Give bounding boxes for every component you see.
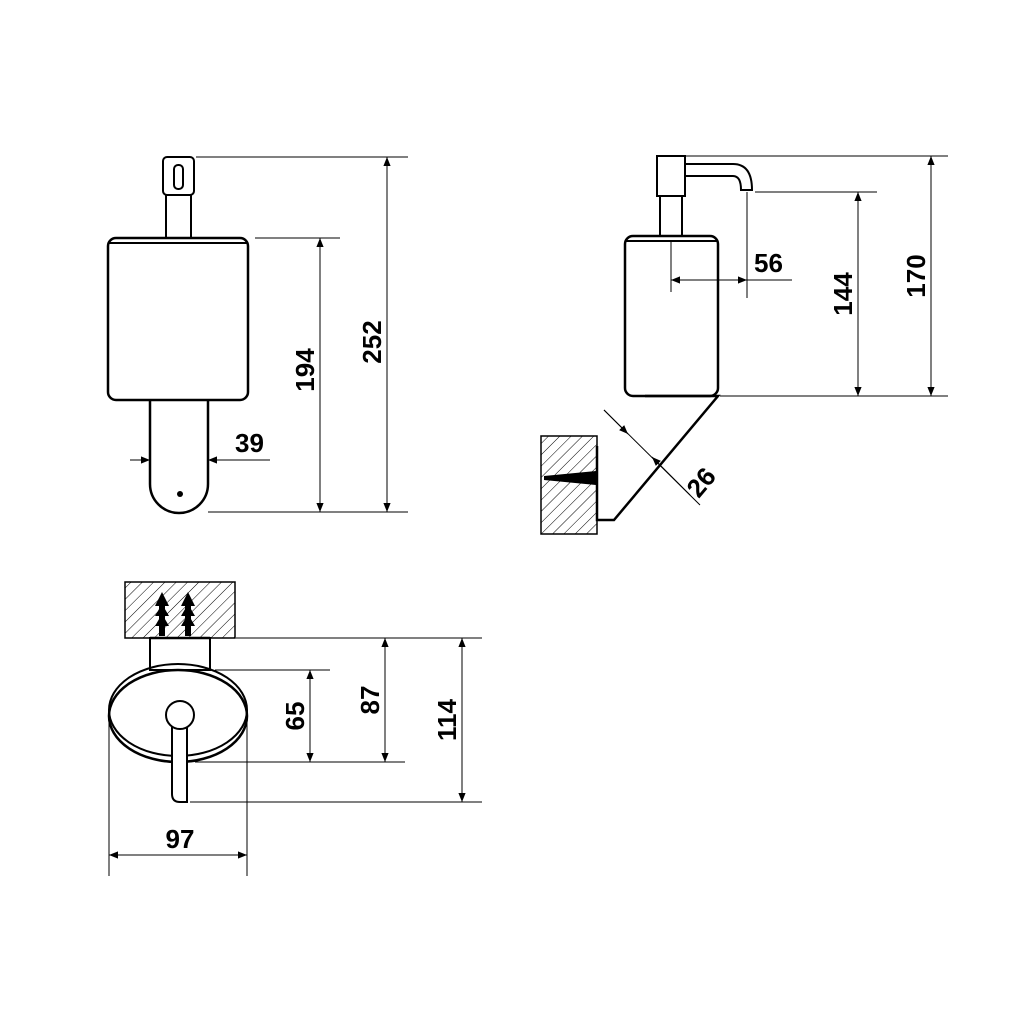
front-screw-hole [177,491,183,497]
top-view: 114 87 65 97 [107,581,482,876]
side-angled-arm [595,394,721,522]
side-dim-26-arrow-a [603,409,629,435]
front-view: 252 194 39 [106,156,408,515]
front-container-body [106,236,250,402]
top-dim-87-label: 87 [355,686,385,715]
side-dim-56-label: 56 [754,248,783,278]
side-wall-block [540,435,598,535]
top-dim-114-label: 114 [432,698,462,740]
front-pump-slot [173,164,184,190]
front-dim-194-label: 194 [290,348,320,392]
side-wall-screw [544,471,596,485]
front-wall-bracket [148,400,210,515]
front-dim-39-label: 39 [235,428,264,458]
side-view: 170 144 56 26 [540,155,948,535]
top-dim-65-label: 65 [280,702,310,731]
top-wall-block [124,581,236,639]
top-wall-anchor-left [155,592,169,636]
top-wall-anchor-right [181,592,195,636]
side-dim-26-label: 26 [680,461,722,502]
side-dim-170-label: 170 [901,254,931,297]
side-dim-26-arrow-b [651,456,691,496]
top-spout [171,720,188,803]
top-dim-97-label: 97 [166,824,195,854]
top-pump-head [165,700,195,730]
front-pump-stem [165,194,192,239]
side-pump-stem [659,195,683,237]
side-pump-head [656,155,686,197]
front-dim-252-label: 252 [357,320,387,363]
side-dim-144-label: 144 [828,272,858,316]
side-spout [685,163,754,191]
